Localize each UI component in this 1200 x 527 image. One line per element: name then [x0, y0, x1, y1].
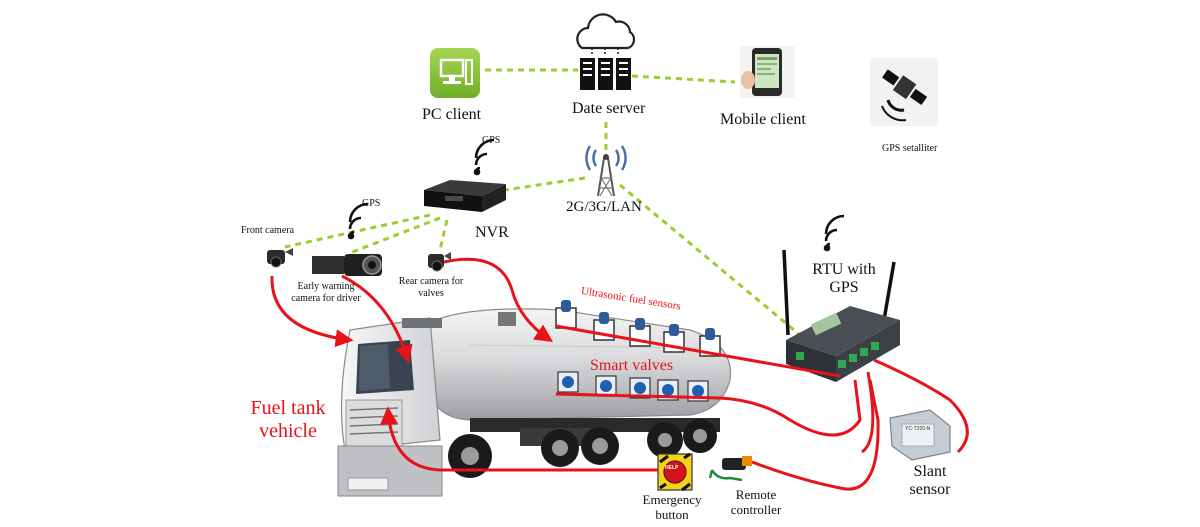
rtu-device-icon: [782, 249, 900, 382]
gps-cameras-label: GPS: [362, 198, 381, 209]
rear-camera-line1: Rear camera for: [398, 276, 464, 287]
wire-front-cam: [270, 275, 354, 348]
tanker-truck-icon: [337, 308, 732, 497]
network-links: [284, 68, 801, 337]
wire-emergency: [380, 406, 658, 472]
nvr-device-icon: [424, 180, 506, 212]
slant-sensor-label: Slant sensor: [900, 463, 960, 500]
wire-remote: [751, 379, 880, 491]
wire-slant: [873, 358, 969, 454]
remote-line1: Remote: [735, 487, 777, 502]
link-nvr-early-cam: [349, 216, 441, 255]
camera-icon: [267, 248, 293, 268]
mobile-phone-icon: [740, 46, 795, 98]
slant-sensor-icon: [889, 409, 951, 461]
satellite-icon: [870, 58, 938, 126]
remote-controller-label: Remote controller: [718, 487, 794, 518]
pc-client-label: PC client: [422, 106, 482, 123]
valve-icon: [557, 371, 709, 402]
gps-nvr-label: GPS: [482, 135, 501, 146]
emergency-button-label: Emergency button: [636, 492, 708, 523]
fuel-tank-line1: Fuel tank: [250, 397, 326, 419]
mobile-client-label: Mobile client: [720, 111, 806, 128]
wifi-signal-icon: [473, 138, 495, 176]
rear-camera-line2: valves: [418, 287, 444, 299]
wire-fuel-sensors: [555, 324, 841, 378]
slant-line1: Slant: [913, 463, 947, 480]
wire-rtu-loop: [861, 371, 875, 454]
fuel-tank-line2: vehicle: [259, 420, 317, 442]
rtu-line1: RTU with: [812, 261, 876, 278]
network-label: 2G/3G/LAN: [566, 199, 642, 215]
early-warning-camera-label: Early warning camera for driver: [278, 281, 374, 304]
emergency-line1: Emergency: [642, 492, 702, 507]
remote-controller-icon: [708, 456, 752, 482]
nvr-label: NVR: [475, 224, 509, 241]
early-warning-line1: Early warning: [297, 281, 355, 292]
rear-camera-label: Rear camera for valves: [386, 276, 476, 299]
emergency-button-icon: [657, 452, 693, 492]
help-text: HELP: [665, 465, 679, 471]
red-wiring: [270, 257, 969, 491]
rtu-line2: GPS: [829, 279, 859, 297]
wifi-signal-icon: [823, 214, 845, 252]
link-nvr-rear-cam: [438, 219, 449, 251]
slant-device-text: YC-T320-N: [905, 426, 931, 432]
date-server-label: Date server: [572, 100, 646, 117]
link-tower-nvr: [504, 176, 586, 192]
server-icon: [580, 58, 631, 90]
smart-valves-label: Smart valves: [590, 357, 674, 374]
slant-line2: sensor: [909, 481, 951, 499]
cloud-icon: [576, 13, 636, 56]
camera-icon: [312, 254, 382, 276]
link-tower-rtu: [619, 183, 801, 337]
wire-smart-valves: [555, 379, 862, 437]
emergency-line2: button: [655, 506, 689, 522]
front-camera-label: Front camera: [241, 225, 295, 236]
link-server-mobile: [631, 74, 736, 84]
camera-icon: [428, 252, 451, 272]
link-nvr-front-cam: [284, 213, 431, 249]
early-warning-line2: camera for driver: [291, 292, 361, 304]
wifi-signal-icon: [347, 202, 369, 240]
cell-tower-icon: [585, 145, 627, 197]
rtu-label: RTU with GPS: [804, 261, 884, 298]
gps-satellite-label: GPS setalliter: [882, 143, 938, 154]
fuel-tank-vehicle-label: Fuel tank vehicle: [238, 397, 338, 443]
wire-early-cam: [341, 274, 413, 364]
remote-line2: controller: [730, 501, 782, 517]
pc-client-icon: [430, 48, 480, 98]
wire-rear-cam: [443, 257, 553, 342]
